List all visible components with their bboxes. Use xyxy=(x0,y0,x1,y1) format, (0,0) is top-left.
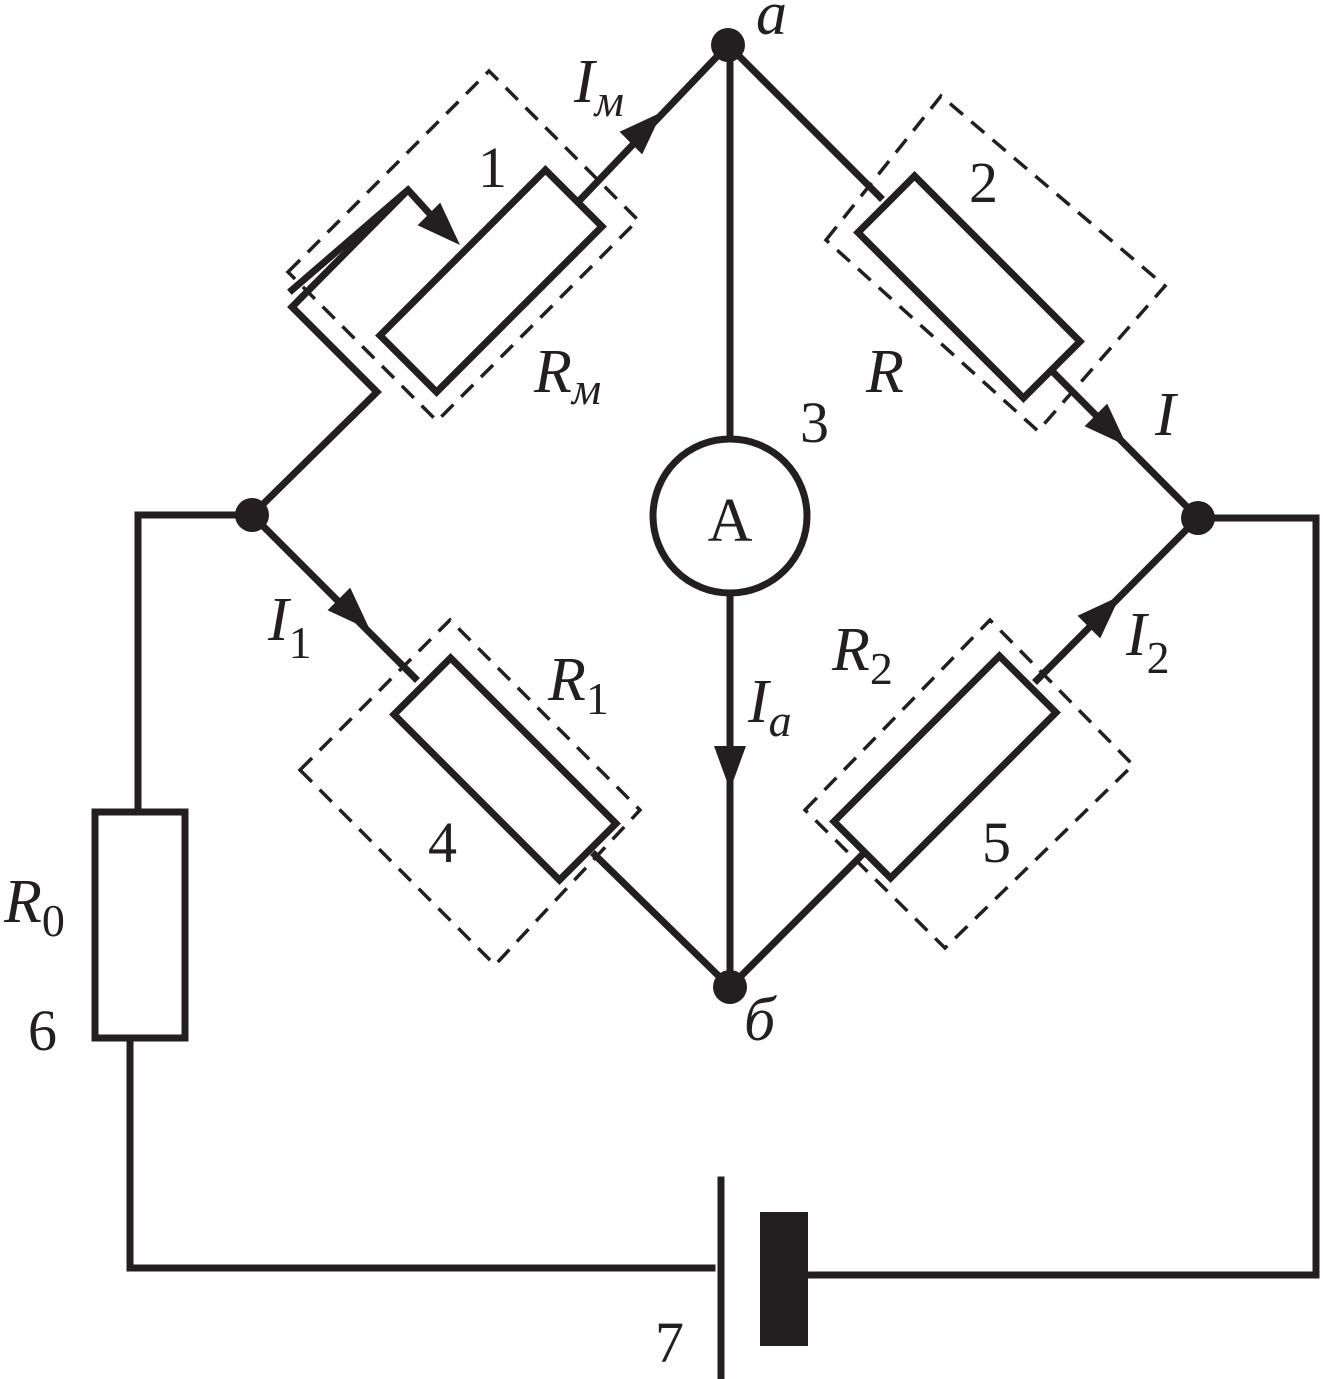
wire-right-to-battery xyxy=(806,514,1320,1279)
arrow-current-ia xyxy=(714,746,746,790)
node-b-label: б xyxy=(744,986,777,1054)
label-i2: I2 xyxy=(1125,601,1170,683)
label-rm-sub: м xyxy=(570,363,601,414)
node-a-label: a xyxy=(756,0,787,48)
label-number-2: 2 xyxy=(969,150,998,215)
arrow-current-im xyxy=(619,112,662,155)
label-im-main: I xyxy=(573,48,598,116)
resistor-r2-shield xyxy=(802,617,1136,951)
wire-left-to-rm xyxy=(247,190,408,520)
label-rm-main: R xyxy=(533,338,572,406)
ammeter xyxy=(649,435,811,597)
label-r: R xyxy=(865,338,904,406)
label-r0-sub: 0 xyxy=(42,895,65,946)
label-i1: I1 xyxy=(267,586,312,668)
label-r2-sub: 2 xyxy=(870,643,893,694)
label-ia-sub: a xyxy=(769,695,792,746)
label-number-1: 1 xyxy=(478,135,507,200)
label-i2-main: I xyxy=(1125,601,1150,669)
label-r0: R0 xyxy=(3,868,65,946)
rheostat-slider-arrow xyxy=(417,202,460,245)
label-number-5: 5 xyxy=(982,810,1011,875)
wire-r0-to-battery xyxy=(126,1034,716,1272)
label-i1-sub: 1 xyxy=(289,617,312,668)
battery-negative-plate xyxy=(760,1212,808,1346)
label-number-6: 6 xyxy=(28,998,57,1063)
label-number-4: 4 xyxy=(428,810,457,875)
label-im: Iм xyxy=(573,48,624,126)
label-im-sub: м xyxy=(593,75,624,126)
node-left xyxy=(235,498,269,532)
label-i1-main: I xyxy=(267,586,292,654)
arrow-current-i2 xyxy=(1077,596,1120,639)
label-r1-sub: 1 xyxy=(586,673,609,724)
label-number-7: 7 xyxy=(655,1310,684,1375)
wire-a-to-r xyxy=(723,40,885,202)
label-r2-main: R xyxy=(831,616,870,684)
resistor-r2 xyxy=(829,651,1061,883)
ammeter-symbol: A xyxy=(708,487,753,555)
label-ia: Ia xyxy=(747,668,792,746)
label-rm: Rм xyxy=(533,338,601,414)
resistor-rm-shield xyxy=(285,68,641,424)
arrow-current-i xyxy=(1084,403,1127,446)
node-right xyxy=(1181,501,1215,535)
arrow-current-i1 xyxy=(327,587,370,630)
label-r2: R2 xyxy=(831,616,893,694)
resistor-r1 xyxy=(389,653,621,885)
resistor-r1-shield xyxy=(297,617,643,968)
resistor-r-shield xyxy=(823,93,1168,434)
wire-left-to-r0 xyxy=(134,511,256,816)
wire-left-to-r1 xyxy=(247,510,420,683)
rheostat-slider-wire xyxy=(287,185,445,295)
resistor-r xyxy=(853,171,1085,403)
label-i2-sub: 2 xyxy=(1147,632,1170,683)
label-r1: R1 xyxy=(547,646,609,724)
label-r1-main: R xyxy=(547,646,586,714)
resistor-rm xyxy=(375,165,607,397)
node-b xyxy=(713,970,747,1004)
label-i: I xyxy=(1154,381,1179,449)
label-r0-main: R xyxy=(3,868,42,936)
label-ia-main: I xyxy=(747,668,772,736)
node-a xyxy=(711,28,745,62)
wire-b-to-r2 xyxy=(725,850,867,992)
label-number-3: 3 xyxy=(800,390,829,455)
resistor-r0 xyxy=(91,808,189,1042)
wire-r1-to-b xyxy=(590,850,735,992)
